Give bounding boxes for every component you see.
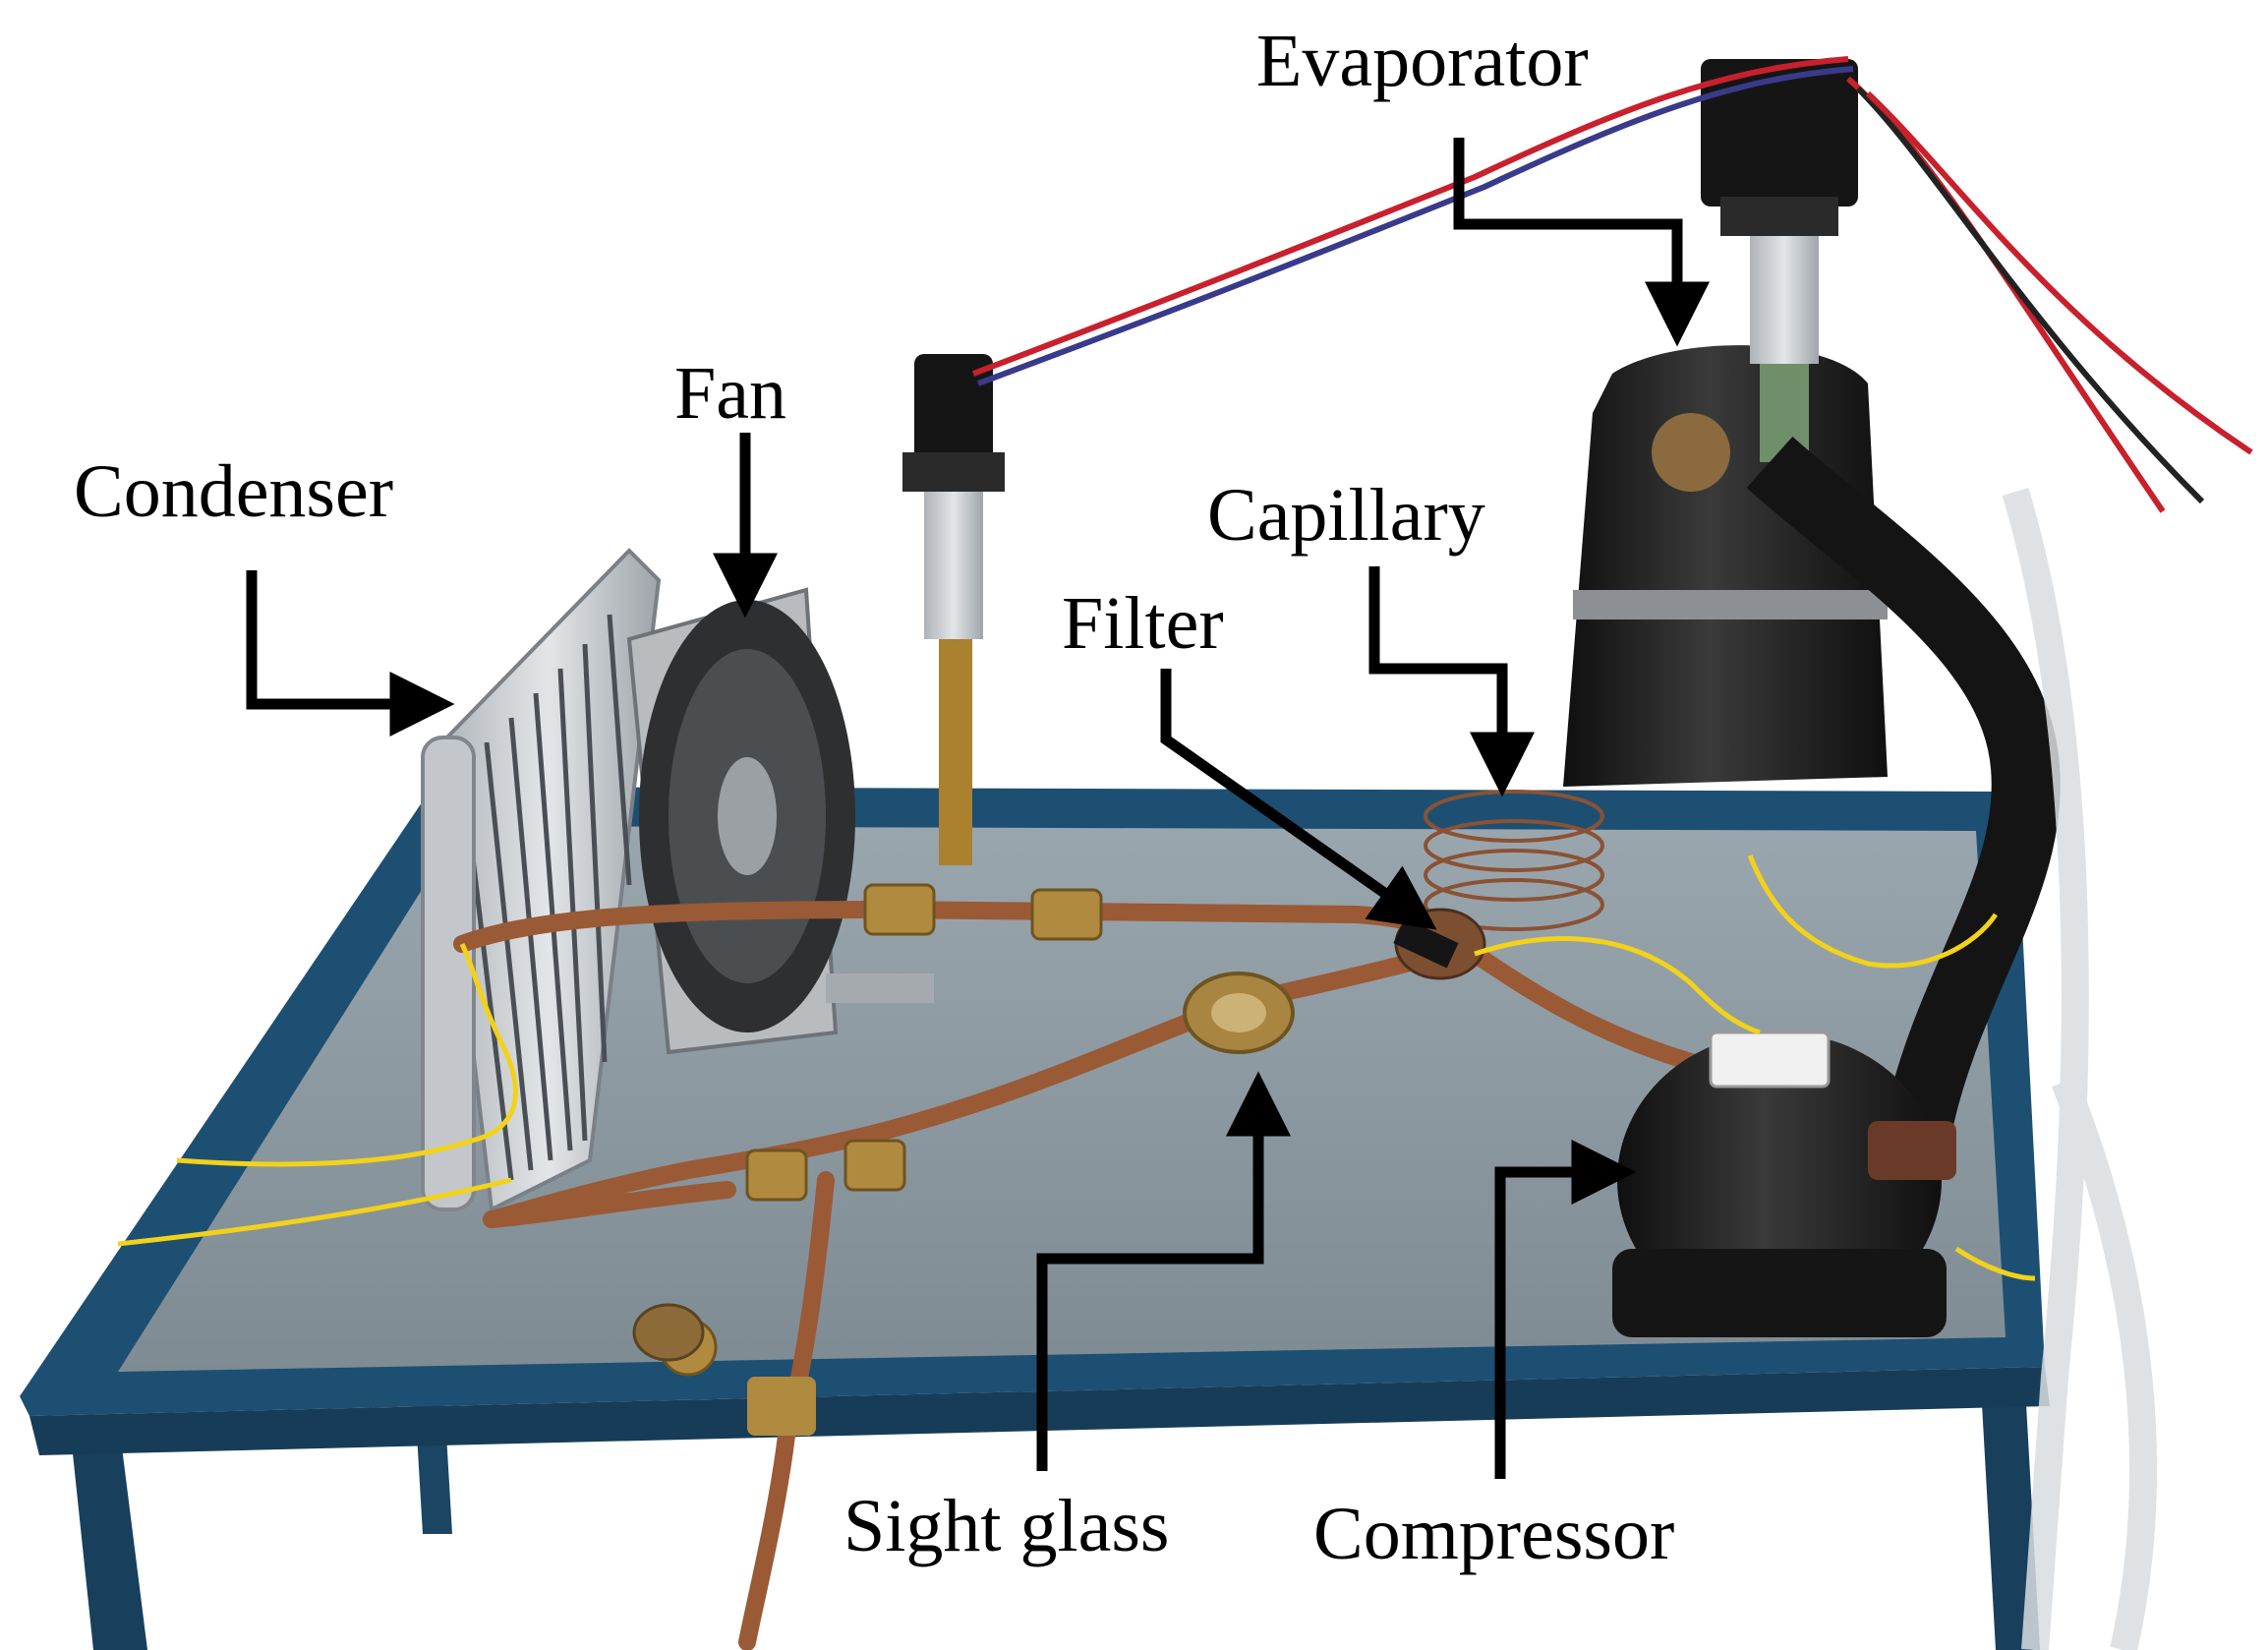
pressure-sensor-right: [1652, 59, 1858, 492]
evaporator-arrow: [1453, 138, 1710, 347]
evaporator-label: Evaporator: [1256, 20, 1589, 102]
evaporator: [1563, 345, 1888, 787]
condenser-arrow: [246, 570, 455, 737]
condenser-label: Condenser: [74, 450, 394, 533]
service-valve: [632, 1303, 816, 1436]
capillary-arrow: [1368, 566, 1535, 797]
capillary-label: Capillary: [1207, 474, 1485, 557]
sight-glass-arrow: [1036, 1071, 1291, 1471]
fan-label: Fan: [674, 352, 786, 435]
suction-hose: [1746, 436, 2061, 1139]
filter-drier: [1393, 908, 1486, 980]
clear-tubes: [2002, 487, 2157, 1650]
pressure-sensor-left: [902, 354, 1005, 865]
table-leg-front-left: [69, 1416, 147, 1650]
filter-arrow: [1160, 669, 1437, 930]
sight-glass: [1183, 972, 1295, 1054]
callout-arrows: [246, 138, 1710, 1479]
fan: [626, 587, 934, 1055]
yellow-wires: [117, 854, 2036, 1281]
filter-label: Filter: [1062, 582, 1224, 665]
compressor-label: Compressor: [1313, 1493, 1675, 1575]
compressor: [1612, 1031, 1956, 1337]
condenser: [421, 548, 662, 1213]
table-leg-front-right: [1981, 1386, 2040, 1650]
compressor-arrow: [1494, 1140, 1637, 1479]
sight-glass-label: Sight glass: [843, 1485, 1170, 1567]
